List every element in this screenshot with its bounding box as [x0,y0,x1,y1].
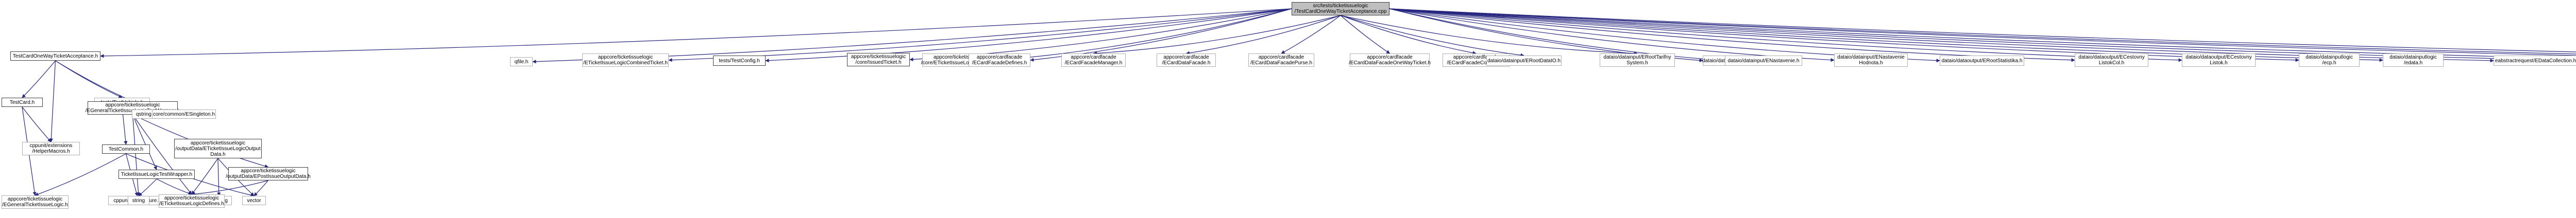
graph-edge [1340,15,1524,57]
graph-node[interactable]: TicketIssueLogicTestWrapper.h [118,170,195,179]
graph-node[interactable]: appcore/cardfacade /ECardDataFacadeOneWa… [1349,53,1431,67]
graph-node[interactable]: appcore/ticketissuelogic /ETicketIssueLo… [582,53,669,67]
graph-edge [1185,15,1341,55]
graph-edge [55,60,133,102]
graph-edge [55,60,123,98]
graph-node[interactable]: src/tests/ticketissuelogic /TestCardOneW… [1292,2,1389,15]
graph-node[interactable]: appcore/ticketissuelogic /outputData/ETi… [174,139,262,158]
graph-edge [909,8,1292,62]
graph-node[interactable]: appcore/ticketissuelogic /ETicketIssueLo… [159,194,225,208]
graph-node[interactable]: dataio/dataoutput/ECestovny ListokCol.h [2075,53,2148,67]
graph-node[interactable]: core/common/ESingleton.h [152,110,216,119]
graph-edge [765,8,1292,63]
graph-edge [138,178,157,196]
graph-node[interactable]: dataio/dataoutput/ECestovny Listok.h [2182,53,2256,67]
graph-node[interactable]: dataio/dataoutput/ERootStatistika.h [1940,56,2024,66]
graph-edge [1093,15,1341,56]
graph-edge [1389,8,2494,63]
graph-node[interactable]: dataio/datainput/ENastavenie Hodnota.h [1834,53,1908,67]
graph-node[interactable]: TestCommon.h [102,144,150,154]
graph-node[interactable]: dataio/datainputlogic /ecp.h [2299,53,2360,67]
graph-edge [1389,8,2299,62]
graph-edge [100,8,1292,58]
graph-node[interactable]: TestCard.h [2,98,43,107]
graph-edge [1340,15,1477,55]
graph-node[interactable]: appcore/ticketissuelogic /EGeneralTicket… [2,195,69,209]
graph-edge [156,178,192,195]
graph-node[interactable]: appcore/cardfacade /ECardFacadeDefines.h [969,53,1030,67]
graph-node[interactable]: dataio/datainput/ERootDataIO.h [1486,56,1562,66]
graph-edge [1389,8,1940,63]
graph-node[interactable]: qfile.h [510,57,533,66]
graph-node[interactable]: dataio/datainput/ENastavenie.h [1725,56,1802,66]
graph-edge [22,60,56,98]
graph-node[interactable]: string [128,196,149,205]
graph-node[interactable]: dataio/datainputlogic /edata.h [2383,53,2444,67]
graph-edge [1389,8,2576,59]
graph-edge [1389,8,1835,62]
graph-edge [49,60,56,142]
graph-edge [22,106,52,142]
graph-edge [999,8,1292,62]
graph-edge [1389,8,1725,63]
graph-edge [1030,8,1292,62]
graph-node[interactable]: tests/TestConfig.h [713,56,766,66]
graph-node[interactable]: TestCardOneWayTicketAcceptance.h [10,51,100,61]
graph-node[interactable]: appcore/ticketissuelogic /outputData/EPo… [226,167,311,180]
graph-edge [668,8,1292,62]
graph-edge [1389,8,2383,62]
graph-edge [217,158,221,196]
graph-edge [1389,8,2182,62]
graph-edge [1281,15,1341,54]
graph-node[interactable]: eabstractrequest/EDataCollection.h [2494,56,2576,66]
graph-node[interactable]: appcore/ticketissuelogic /core/IssuedTic… [847,53,910,66]
graph-edge [1389,8,2075,62]
graph-edge [1340,15,1391,54]
graph-node[interactable]: cppunit/extensions /HelperMacros.h [22,142,80,155]
graph-edge [132,114,141,196]
graph-node[interactable]: appcore/cardfacade /ECardFacadeManager.h [1061,53,1126,67]
graph-edge [1389,8,2576,52]
graph-edge [132,114,157,170]
graph-edge [35,153,126,196]
graph-node[interactable]: appcore/cardfacade /ECardDataFacadePurse… [1248,53,1314,67]
graph-edge [1389,8,1703,63]
graph-edge [1340,15,1638,56]
graph-edge [191,180,268,196]
graph-edge [1389,8,2576,61]
graph-edge [253,180,268,196]
graph-node[interactable]: appcore/cardfacade /ECardDataFacade.h [1157,53,1216,67]
graph-edge [1389,8,2576,55]
graph-edge [191,158,218,195]
graph-node[interactable]: dataio/datainput/ERootTarifny System.h [1600,53,1675,67]
graph-edge [1389,8,2576,56]
graph-node[interactable]: vector [242,196,266,205]
